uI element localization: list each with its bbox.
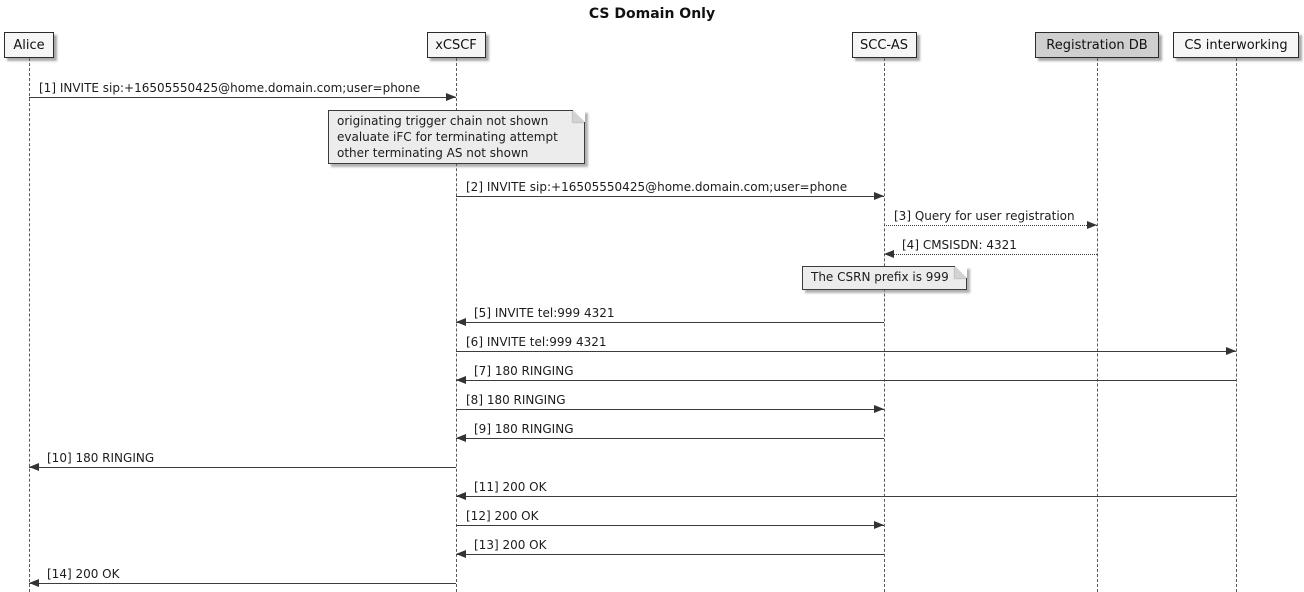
message-line bbox=[29, 97, 456, 98]
message-label: [2] INVITE sip:+16505550425@home.domain.… bbox=[466, 180, 848, 194]
note-line: The CSRN prefix is 999 bbox=[811, 270, 949, 284]
message-label: [10] 180 RINGING bbox=[47, 451, 155, 465]
message-line bbox=[884, 225, 1097, 226]
arrowhead-icon bbox=[884, 250, 894, 258]
message-line bbox=[456, 496, 1236, 497]
arrowhead-icon bbox=[29, 463, 39, 471]
message-line bbox=[456, 380, 1236, 381]
arrowhead-icon bbox=[874, 192, 884, 200]
arrowhead-icon bbox=[456, 434, 466, 442]
note-line: evaluate iFC for terminating attempt bbox=[337, 130, 558, 144]
arrowhead-icon bbox=[456, 318, 466, 326]
arrowhead-icon bbox=[874, 521, 884, 529]
lifeline-scc-as bbox=[884, 58, 885, 592]
participant-cs-interworking: CS interworking bbox=[1173, 32, 1299, 58]
message-label: [5] INVITE tel:999 4321 bbox=[474, 306, 615, 320]
arrowhead-icon bbox=[1087, 221, 1097, 229]
message-label: [8] 180 RINGING bbox=[466, 393, 566, 407]
participant-alice: Alice bbox=[4, 32, 54, 58]
message-label: [9] 180 RINGING bbox=[474, 422, 574, 436]
message-label: [11] 200 OK bbox=[474, 480, 547, 494]
arrowhead-icon bbox=[456, 550, 466, 558]
note: originating trigger chain not shown evalu… bbox=[328, 110, 585, 164]
message-line bbox=[456, 525, 884, 526]
participant-scc-as: SCC-AS bbox=[851, 32, 917, 58]
arrowhead-icon bbox=[1226, 347, 1236, 355]
lifeline-alice bbox=[29, 58, 30, 592]
message-line bbox=[456, 554, 884, 555]
message-line bbox=[456, 196, 884, 197]
arrowhead-icon bbox=[456, 492, 466, 500]
participant-registration-db: Registration DB bbox=[1035, 32, 1159, 58]
note: The CSRN prefix is 999 bbox=[802, 266, 967, 290]
message-line bbox=[456, 351, 1236, 352]
message-label: [13] 200 OK bbox=[474, 538, 547, 552]
message-line bbox=[29, 583, 456, 584]
arrowhead-icon bbox=[874, 405, 884, 413]
lifeline-registration-db bbox=[1097, 58, 1098, 592]
message-line bbox=[884, 254, 1097, 255]
message-line bbox=[456, 409, 884, 410]
lifeline-cs-interworking bbox=[1236, 58, 1237, 592]
diagram-title: CS Domain Only bbox=[588, 6, 716, 22]
participant-xcscf: xCSCF bbox=[426, 32, 486, 58]
message-line bbox=[456, 438, 884, 439]
note-line: originating trigger chain not shown bbox=[337, 114, 549, 128]
arrowhead-icon bbox=[456, 376, 466, 384]
message-line bbox=[29, 467, 456, 468]
arrowhead-icon bbox=[446, 93, 456, 101]
note-line: other terminating AS not shown bbox=[337, 146, 529, 160]
message-label: [6] INVITE tel:999 4321 bbox=[466, 335, 607, 349]
message-label: [4] CMSISDN: 4321 bbox=[902, 238, 1017, 252]
message-label: [12] 200 OK bbox=[466, 509, 539, 523]
message-label: [3] Query for user registration bbox=[894, 209, 1075, 223]
message-label: [14] 200 OK bbox=[47, 567, 120, 581]
message-line bbox=[456, 322, 884, 323]
message-label: [7] 180 RINGING bbox=[474, 364, 574, 378]
arrowhead-icon bbox=[29, 579, 39, 587]
message-label: [1] INVITE sip:+16505550425@home.domain.… bbox=[39, 81, 421, 95]
